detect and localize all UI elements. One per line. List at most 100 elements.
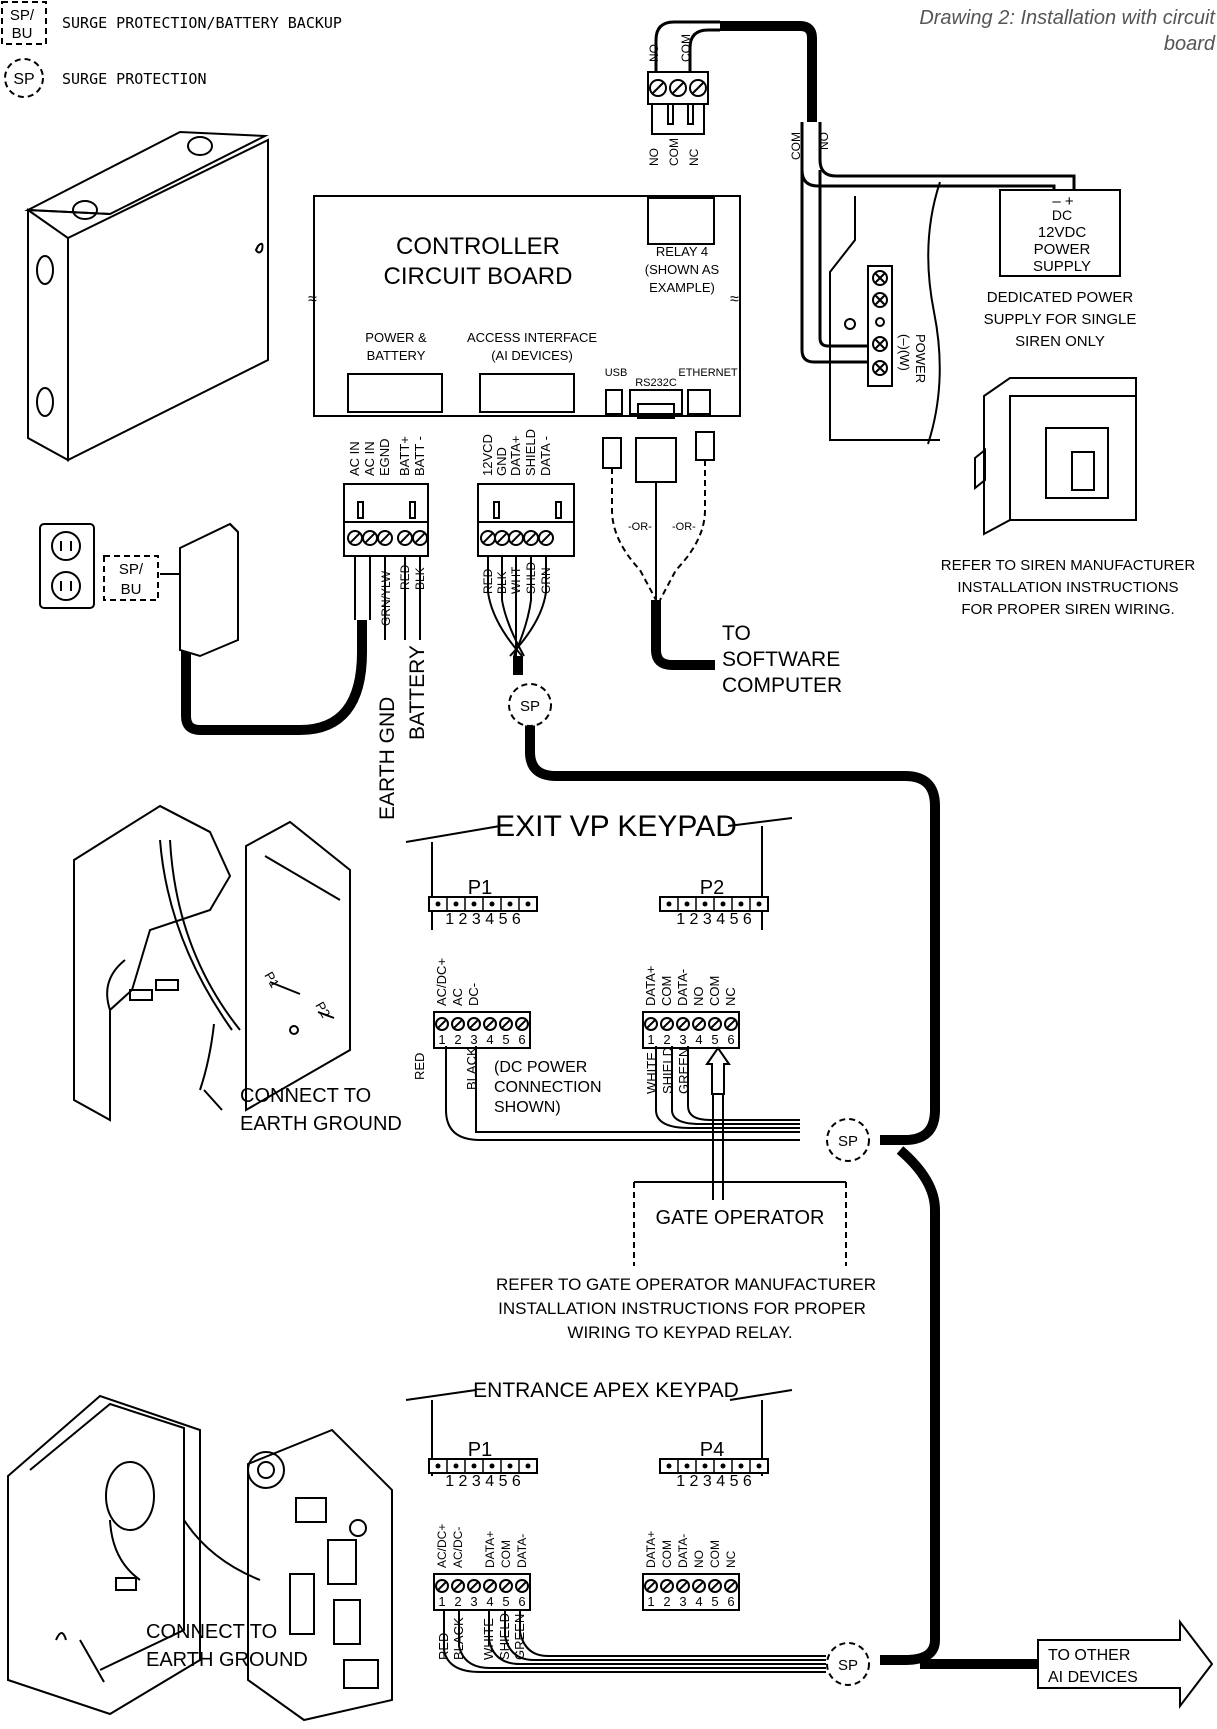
entrance-ground-line2: EARTH GROUND xyxy=(146,1649,308,1671)
terminal-screw xyxy=(483,1017,497,1031)
terminal-screw xyxy=(724,1579,738,1593)
terminal-screw xyxy=(499,1017,513,1031)
relay4-label-line3: EXAMPLE) xyxy=(649,280,715,295)
exit-p1-header xyxy=(428,896,538,912)
power-supply-dc: DC xyxy=(1052,207,1072,223)
terminal-number: 3 xyxy=(679,1594,686,1609)
entrance-p4-header xyxy=(659,1458,769,1474)
power-pin-label: AC IN xyxy=(347,441,362,476)
power-supply-power: POWER xyxy=(1034,241,1091,258)
terminal-screw xyxy=(692,1017,706,1031)
connector-latch xyxy=(409,501,416,519)
controller-enclosure xyxy=(24,130,269,462)
terminal-screw xyxy=(451,1017,465,1031)
entrance-wire-label: BLACK xyxy=(451,1617,466,1660)
board-break-right: ≈ xyxy=(730,291,739,308)
spbu-legend-tag-line2: BU xyxy=(12,25,33,42)
exit-ground-line2: EARTH GROUND xyxy=(240,1113,402,1135)
relay-siren-cable xyxy=(654,20,1076,364)
siren-power-polarity: (–)(W) xyxy=(897,334,912,371)
terminal-number: 3 xyxy=(679,1032,686,1047)
terminal-number: 1 xyxy=(438,1594,445,1609)
exit-ground-leader xyxy=(203,1089,223,1111)
exit-keypad-title: EXIT VP KEYPAD xyxy=(495,810,737,843)
exit-keypad-enclosure xyxy=(73,804,351,1122)
entrance-right-pin-label: NC xyxy=(724,1550,738,1568)
power-connector-screw xyxy=(362,530,378,546)
terminal-number: 5 xyxy=(502,1594,509,1609)
terminal-number: 5 xyxy=(711,1032,718,1047)
exit-wire-green: GREEN xyxy=(676,1048,691,1094)
terminal-number: 1 xyxy=(647,1032,654,1047)
exit-right-pin-label: NC xyxy=(723,987,738,1006)
terminal-screw xyxy=(660,1017,674,1031)
wall-outlet xyxy=(39,523,95,609)
battery-label: BATTERY xyxy=(406,645,429,740)
dc-note-line2: CONNECTION xyxy=(494,1079,602,1096)
computer-cable xyxy=(651,600,715,670)
exit-left-pin-label: DC- xyxy=(466,983,481,1006)
entrance-keypad-headers xyxy=(428,1458,769,1474)
entrance-wire-label: GREEN xyxy=(512,1614,527,1660)
controller-field-wires xyxy=(354,556,547,657)
to-computer-line3: COMPUTER xyxy=(722,674,842,697)
sp-tag-controller: SP xyxy=(520,698,540,715)
entrance-right-pin-label: DATA- xyxy=(676,1534,690,1568)
power-connector-screw xyxy=(397,530,413,546)
spbu-legend-box xyxy=(1,1,47,45)
terminal-number: 2 xyxy=(663,1594,670,1609)
exit-ground-line1: CONNECT TO xyxy=(240,1085,371,1107)
exit-wire-shield: SHIELD xyxy=(660,1047,675,1094)
outlet-spbu-box xyxy=(103,555,159,601)
entrance-p1-pin-numbers: 1 2 3 4 5 6 xyxy=(445,1473,521,1490)
terminal-screw xyxy=(676,1017,690,1031)
access-pin-label: SHIELD xyxy=(523,429,538,476)
power-connector-screw xyxy=(412,530,428,546)
connector-latch xyxy=(357,501,364,519)
computer-cables xyxy=(602,431,715,601)
gate-caption-line1: REFER TO GATE OPERATOR MANUFACTURER xyxy=(496,1275,876,1294)
exit-p1-label: P1 xyxy=(468,877,492,899)
entrance-keypad-wires xyxy=(443,1610,826,1673)
power-battery-label-line1: POWER & xyxy=(365,330,427,345)
power-supply-supply: SUPPLY xyxy=(1033,258,1091,275)
entrance-p4-label: P4 xyxy=(700,1439,724,1461)
exit-keypad-board xyxy=(405,817,793,930)
ethernet-port-label: ETHERNET xyxy=(678,367,738,379)
siren-device xyxy=(974,377,1137,536)
access-connector-screw xyxy=(523,530,539,546)
terminal-number: 6 xyxy=(518,1594,525,1609)
terminal-number: 6 xyxy=(727,1032,734,1047)
terminal-number: 2 xyxy=(663,1032,670,1047)
connector-latch xyxy=(493,501,500,519)
terminal-screw xyxy=(644,1579,658,1593)
controller-circuit-board xyxy=(313,195,741,419)
entrance-left-pin-label: AC/DC- xyxy=(451,1527,465,1568)
access-connector-screw xyxy=(508,530,524,546)
dc-note-line3: SHOWN) xyxy=(494,1099,561,1116)
terminal-screw xyxy=(467,1017,481,1031)
entrance-right-pin-label: NO xyxy=(692,1550,706,1568)
gate-operator-box xyxy=(633,1181,847,1266)
power-pin-label: BATT+ xyxy=(397,436,412,476)
entrance-ground-leader xyxy=(79,1639,105,1683)
exit-left-pin-label: AC xyxy=(450,988,465,1006)
access-connector-screw xyxy=(494,530,510,546)
dc-power-supply-box xyxy=(999,189,1121,277)
entrance-left-pin-label: DATA+ xyxy=(483,1531,497,1568)
terminal-screw xyxy=(660,1579,674,1593)
sp-circle-exit xyxy=(826,1118,870,1162)
power-pin-label: BATT - xyxy=(412,436,427,476)
terminal-screw xyxy=(515,1579,529,1593)
outlet-spbu-line1: SP/ xyxy=(119,561,144,578)
relay4-label-line1: RELAY 4 xyxy=(656,244,708,259)
exit-wire-black: BLACK xyxy=(464,1047,479,1090)
terminal-screw xyxy=(435,1579,449,1593)
earth-gnd-label: EARTH GND xyxy=(376,697,399,820)
